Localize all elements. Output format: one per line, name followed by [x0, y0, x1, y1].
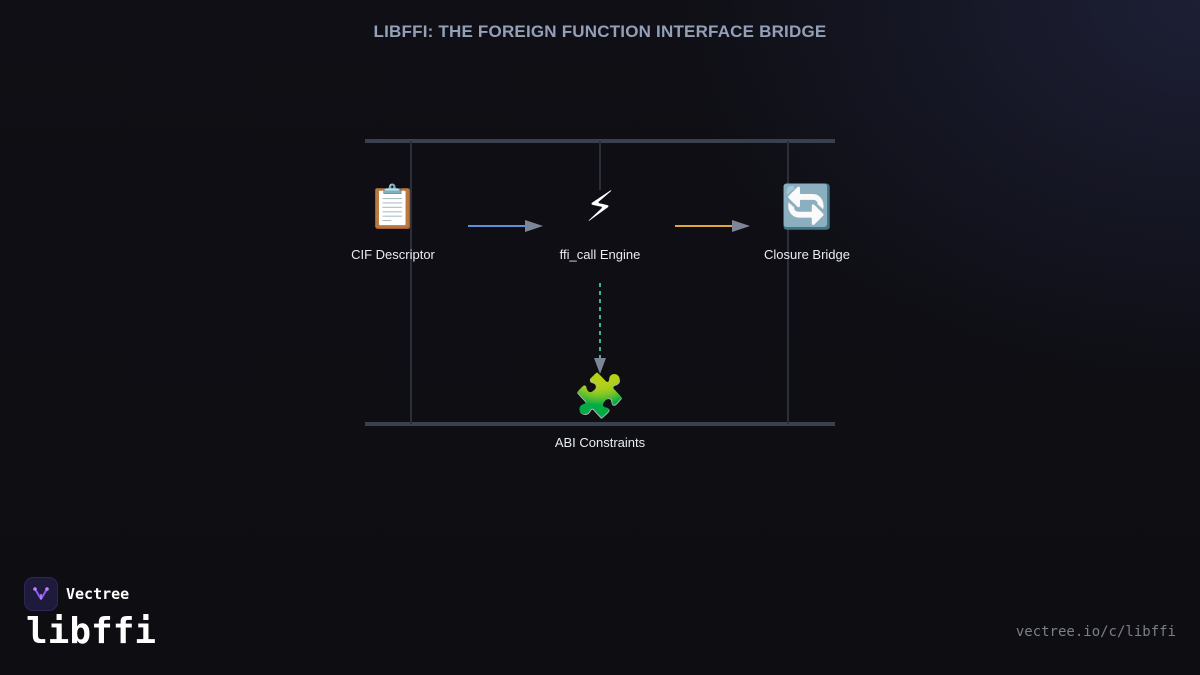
node-label-ffi-call-engine: ffi_call Engine: [559, 247, 641, 262]
node-label-abi-constraints: ABI Constraints: [554, 435, 646, 450]
lightning-icon: ⚡: [585, 183, 615, 230]
edge-ffi-call-to-abi-arrowhead: [594, 358, 606, 374]
puzzle-piece-icon: 🧩: [573, 372, 627, 419]
brand-product-name: libffi: [26, 611, 157, 652]
edge-ffi-call-to-closure-arrowhead: [732, 220, 750, 232]
cycle-arrows-icon: 🔄: [780, 183, 834, 230]
diagram-title: LIBFFI: THE FOREIGN FUNCTION INTERFACE B…: [373, 22, 827, 41]
brand-block: Vectree: [24, 577, 129, 611]
vectree-logo-icon: [24, 577, 58, 611]
node-label-closure-bridge: Closure Bridge: [764, 247, 850, 262]
node-label-cif-descriptor: CIF Descriptor: [351, 247, 435, 262]
edge-cif-to-ffi-call-arrowhead: [525, 220, 543, 232]
source-url[interactable]: vectree.io/c/libffi: [1015, 624, 1176, 640]
brand-company-name: Vectree: [66, 585, 130, 603]
clipboard-icon: 📋: [366, 183, 420, 230]
